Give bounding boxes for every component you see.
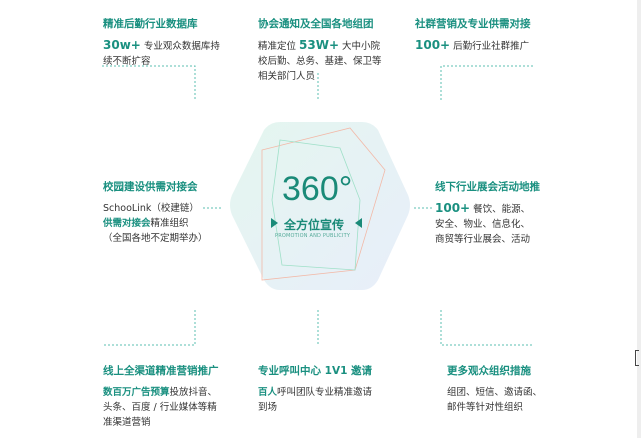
block-text: 100+ 后勤行业社群推广 — [415, 38, 545, 54]
desc: 呼叫团队专业精准邀请到场 — [258, 387, 373, 413]
orange-outline — [261, 127, 386, 281]
stat: 53W+ — [299, 38, 340, 52]
block-text: 30w+ 专业观众数据库持续不断扩容 — [103, 38, 223, 69]
scrollbar[interactable] — [637, 0, 641, 438]
block-text: 精准定位 53W+ 大中小院校后勤、总务、基建、保卫等相关部门人员 — [258, 38, 388, 84]
desc: 大中小院校后勤、总务、基建、保卫等相关部门人员 — [258, 41, 382, 82]
center-title: 全方位宣传 — [268, 216, 344, 233]
desc-line2: 供需对接会精准组织 — [103, 216, 208, 231]
center-title-text: 全方位宣传 — [284, 218, 345, 232]
green-outline — [271, 139, 361, 271]
block-association: 协会通知及全国各地组团 精准定位 53W+ 大中小院校后勤、总务、基建、保卫等相… — [258, 17, 388, 84]
highlight: 供需对接会 — [103, 218, 151, 229]
block-text: 百人呼叫团队专业精准邀请到场 — [258, 385, 378, 415]
block-text: 100+ 餐饮、能源、安全、物业、信息化、商贸等行业展会、活动 — [435, 201, 535, 247]
desc: 专业观众数据库持续不断扩容 — [103, 41, 220, 67]
degree-label: 360° — [282, 170, 353, 208]
connector-tl — [102, 65, 196, 100]
desc: 组团、短信、邀请函、邮件等针对性组织 — [447, 387, 543, 413]
block-title: 线下行业展会活动地推 — [435, 181, 540, 193]
block-title: 专业呼叫中心 1V1 邀请 — [258, 365, 373, 377]
block-title: 校园建设供需对接会 — [103, 181, 198, 193]
block-data-library: 精准后勤行业数据库 30w+ 专业观众数据库持续不断扩容 — [103, 17, 223, 69]
arrow-right-icon — [271, 218, 278, 228]
block-more-measures: 更多观众组织措施 组团、短信、邀请函、邮件等针对性组织 — [447, 364, 542, 415]
block-community: 社群营销及专业供需对接 100+ 后勤行业社群推广 — [415, 17, 545, 54]
desc-line1: SchooLink（校建链） — [103, 203, 199, 214]
desc: 餐饮、能源、安全、物业、信息化、商贸等行业展会、活动 — [435, 204, 531, 245]
block-offline: 线下行业展会活动地推 100+ 餐饮、能源、安全、物业、信息化、商贸等行业展会、… — [435, 180, 540, 247]
block-schoolink: 校园建设供需对接会 SchooLink（校建链） 供需对接会精准组织 （全国各地… — [103, 180, 208, 246]
desc-pre: 精准定位 — [258, 41, 300, 52]
block-online: 线上全渠道精准营销推广 数百万广告预算投放抖音、头条、百度 / 行业媒体等精准渠… — [103, 364, 223, 430]
stat: 100+ — [415, 38, 451, 52]
scrollbar-marker[interactable] — [635, 350, 639, 366]
stat: 100+ — [435, 201, 471, 215]
desc: 精准组织 — [150, 218, 189, 229]
connector-tr — [440, 65, 533, 100]
highlight: 百人 — [258, 387, 278, 398]
connector-bl — [102, 310, 196, 346]
center-subtitle: PROMOTION AND PUBLICITY — [275, 233, 351, 239]
block-title: 更多观众组织措施 — [447, 365, 531, 377]
stat: 30w+ — [103, 38, 141, 52]
block-title: 社群营销及专业供需对接 — [415, 18, 531, 30]
block-call-center: 专业呼叫中心 1V1 邀请 百人呼叫团队专业精准邀请到场 — [258, 364, 378, 415]
block-title: 协会通知及全国各地组团 — [258, 18, 374, 30]
desc: 投放抖音、头条、百度 / 行业媒体等精准渠道营销 — [103, 387, 218, 428]
block-title: 精准后勤行业数据库 — [103, 18, 198, 30]
hexagon-shape — [230, 122, 410, 290]
arrow-left-icon — [355, 218, 362, 228]
connector-br — [440, 310, 533, 346]
highlight: 数百万广告预算 — [103, 387, 170, 398]
block-text: 数百万广告预算投放抖音、头条、百度 / 行业媒体等精准渠道营销 — [103, 385, 223, 430]
block-title: 线上全渠道精准营销推广 — [103, 365, 219, 377]
desc-line3: （全国各地不定期举办） — [103, 233, 208, 244]
desc: 后勤行业社群推广 — [450, 41, 530, 52]
